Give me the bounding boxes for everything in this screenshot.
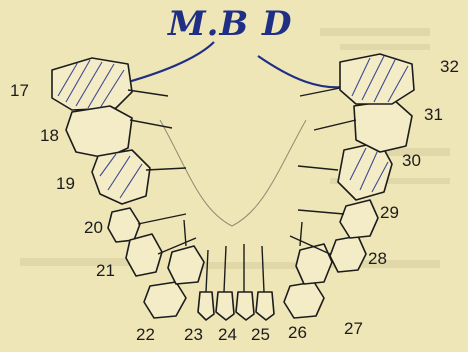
tooth-number-28: 28 — [368, 250, 387, 267]
tooth-number-26: 26 — [288, 324, 307, 341]
tooth-27 — [284, 282, 324, 318]
tooth-29 — [340, 200, 378, 238]
tooth-number-32: 32 — [440, 58, 459, 75]
tooth-number-20: 20 — [84, 219, 103, 236]
tooth-number-23: 23 — [184, 326, 203, 343]
tooth-number-21: 21 — [96, 262, 115, 279]
tooth-number-31: 31 — [424, 106, 443, 123]
tooth-18 — [66, 106, 132, 158]
handwritten-title: M.B D — [168, 4, 293, 44]
tooth-number-24: 24 — [218, 326, 237, 343]
tooth-number-29: 29 — [380, 204, 399, 221]
tooth-31 — [354, 100, 412, 152]
tooth-number-22: 22 — [136, 326, 155, 343]
tooth-number-30: 30 — [402, 152, 421, 169]
tooth-number-18: 18 — [40, 127, 59, 144]
tooth-number-17: 17 — [10, 82, 29, 99]
tooth-number-19: 19 — [56, 175, 75, 192]
tooth-number-27: 27 — [344, 320, 363, 337]
tooth-number-25: 25 — [251, 326, 270, 343]
